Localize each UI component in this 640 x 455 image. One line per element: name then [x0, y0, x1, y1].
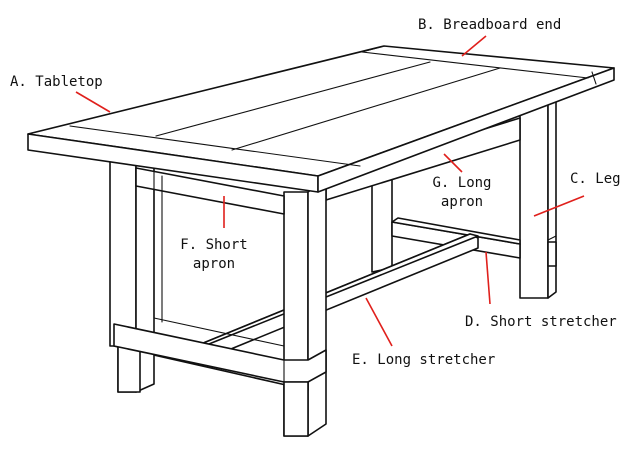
label-short-apron-line1: F. Short — [180, 237, 248, 253]
leader-leg — [533, 195, 585, 217]
leader-long-apron — [443, 153, 463, 173]
label-breadboard-end: B. Breadboard end — [418, 17, 562, 33]
label-long-apron: G. Long apron — [412, 174, 512, 212]
label-short-apron: F. Short apron — [164, 236, 264, 274]
front-stretcher-block — [113, 323, 327, 437]
tabletop — [27, 45, 615, 193]
leader-long-stretcher — [365, 297, 393, 347]
label-leg: C. Leg — [570, 171, 621, 187]
label-long-apron-line1: G. Long — [432, 175, 492, 191]
label-long-apron-line2: apron — [440, 194, 484, 210]
label-short-stretcher: D. Short stretcher — [465, 314, 617, 330]
back-right-leg — [519, 94, 557, 299]
leader-lines — [75, 35, 585, 347]
leader-tabletop — [75, 91, 111, 113]
label-tabletop: A. Tabletop — [10, 74, 103, 90]
short-apron — [135, 167, 285, 347]
back-left-leg — [371, 171, 393, 273]
leader-short-stretcher — [485, 251, 491, 305]
label-short-apron-line2: apron — [192, 256, 236, 272]
front-left-leg — [109, 153, 155, 393]
leader-breadboard-end — [461, 35, 487, 57]
label-long-stretcher: E. Long stretcher — [352, 352, 496, 368]
